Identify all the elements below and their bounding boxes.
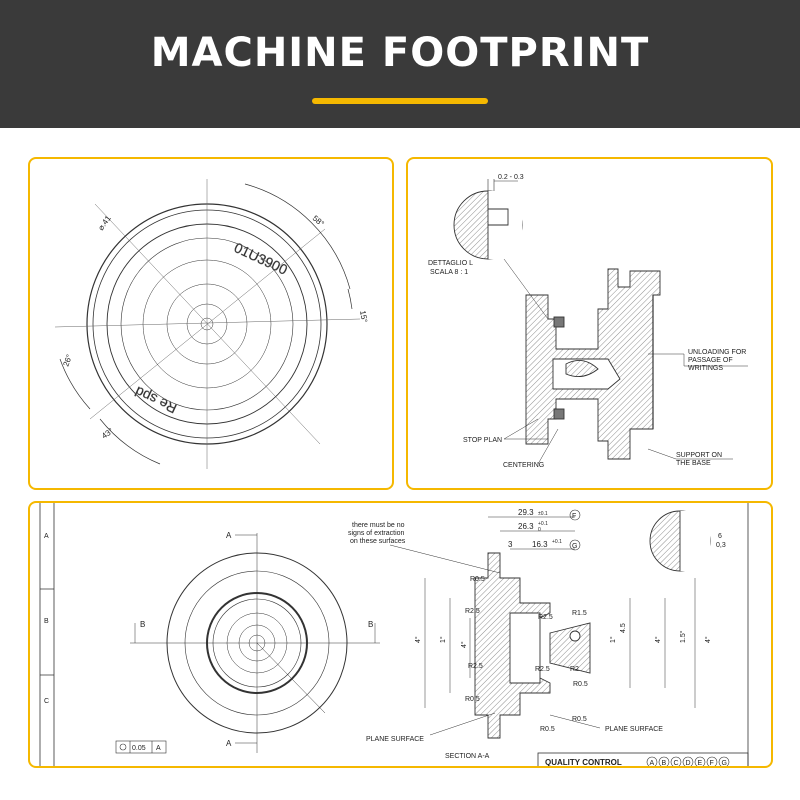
plane-surface-right: PLANE SURFACE — [605, 726, 663, 733]
qc-letter-c: C — [674, 760, 679, 767]
tol-29-3: ±0.1 — [538, 511, 548, 517]
radius-r05-c: R0.5 — [465, 696, 480, 703]
tolerance-ref: A — [156, 745, 161, 752]
row-label-b: B — [44, 618, 49, 625]
radius-r05-d: R0.5 — [540, 726, 555, 733]
radius-r25-c: R2.5 — [468, 663, 483, 670]
page-title: MACHINE FOOTPRINT — [150, 30, 650, 76]
radius-r2: R2 — [570, 666, 579, 673]
flag-f: F — [572, 513, 576, 520]
section-aa-view — [474, 552, 591, 739]
quality-control-label: QUALITY CONTROL — [545, 758, 622, 767]
angle-label-58: 58° — [311, 214, 326, 229]
dim-3: 3 — [508, 540, 513, 549]
gap-dimension: 0.2 - 0.3 — [498, 174, 524, 181]
angle-1-b: 1° — [609, 636, 617, 643]
dia-label: ⌀.41 — [96, 213, 113, 232]
note-line-3: on these surfaces — [350, 538, 406, 545]
unloading-line-2: PASSAGE OF — [688, 357, 733, 364]
section-marker-a-top: A — [226, 531, 232, 540]
radius-r05-b: R0.5 — [573, 681, 588, 688]
row-label-c: C — [44, 698, 49, 705]
angle-4-a: 4° — [414, 636, 422, 643]
unloading-line-3: WRITINGS — [688, 365, 723, 372]
radius-r05-a: R0.5 — [470, 576, 485, 583]
qc-letter-b: B — [662, 760, 667, 767]
support-line-1: SUPPORT ON — [676, 452, 722, 459]
tol-16-3: +0.1 — [552, 539, 562, 545]
detail-title: DETTAGLIO L — [428, 260, 473, 267]
engraving-top: 01U3900 — [232, 239, 290, 278]
panel-cross-section: 0.2 - 0.3 DETTAGLIO L SCALA 8 : 1 UNLOAD… — [406, 157, 773, 490]
radius-r25-d: R2.5 — [535, 666, 550, 673]
panel-technical-drawing: A B C A A B B there must be no signs o — [28, 501, 773, 768]
detail-dim-03: 0,3 — [716, 542, 726, 549]
section-marker-a-bottom: A — [226, 739, 232, 748]
dim-4-5: 4.5 — [620, 623, 627, 633]
unloading-line-1: UNLOADING FOR — [688, 349, 746, 356]
angle-4-b: 4° — [460, 641, 468, 648]
title-underline — [312, 98, 488, 104]
dim-29-3: 29.3 — [518, 508, 534, 517]
dim-16-3: 16.3 — [532, 540, 548, 549]
radius-r05-e: R0.5 — [572, 716, 587, 723]
page-header: MACHINE FOOTPRINT — [0, 0, 800, 128]
dim-26-3: 26.3 — [518, 522, 534, 531]
cross-section-drawing: 0.2 - 0.3 DETTAGLIO L SCALA 8 : 1 UNLOAD… — [428, 174, 748, 469]
section-marker-b-left: B — [140, 620, 145, 629]
qc-letter-a: A — [650, 760, 655, 767]
angle-label-26: 26° — [61, 353, 74, 367]
note-line-1: there must be no — [352, 522, 405, 529]
angle-1-5: 1.5° — [679, 630, 687, 643]
detail-circle-small — [649, 510, 711, 572]
engraving-bottom: Re spd — [132, 384, 179, 417]
detail-scale: SCALA 8 : 1 — [430, 269, 468, 276]
radius-r15: R1.5 — [572, 610, 587, 617]
qc-letter-g: G — [722, 760, 727, 767]
stop-plan-label: STOP PLAN — [463, 437, 502, 444]
top-view-drawing: ⌀.41 58° 15° 26° 43° 01U3900 Re spd — [54, 179, 369, 469]
row-label-a: A — [44, 533, 49, 540]
tolerance-value: 0.05 — [132, 745, 146, 752]
tol-26-3: +0.1 — [538, 521, 548, 527]
section-marker-b-right: B — [368, 620, 373, 629]
radius-r25-a: R2.5 — [465, 608, 480, 615]
qc-letter-f: F — [710, 760, 714, 767]
note-line-2: signs of extraction — [348, 530, 405, 537]
support-line-2: THE BASE — [676, 460, 711, 467]
qc-letter-d: D — [686, 760, 691, 767]
angle-1-a: 1° — [439, 636, 447, 643]
section-aa-label: SECTION A-A — [445, 753, 490, 760]
angle-label-43: 43° — [100, 426, 115, 440]
technical-drawing: A B C A A B B there must be no signs o — [39, 503, 749, 767]
flag-g: G — [572, 543, 577, 550]
angle-4-d: 4° — [704, 636, 712, 643]
detail-dim-6: 6 — [718, 533, 722, 540]
plane-surface-left: PLANE SURFACE — [366, 736, 424, 743]
panel-top-view: ⌀.41 58° 15° 26° 43° 01U3900 Re spd — [28, 157, 394, 490]
angle-4-c: 4° — [654, 636, 662, 643]
centering-label: CENTERING — [503, 462, 544, 469]
qc-letter-e: E — [698, 760, 703, 767]
radius-r25-b: R2.5 — [538, 614, 553, 621]
detail-circle — [453, 190, 523, 260]
main-section — [525, 268, 661, 460]
tol-26-3b: 0 — [538, 527, 541, 533]
qc-letters: A B C D E F G — [646, 756, 730, 767]
angle-label-15: 15° — [358, 310, 369, 323]
